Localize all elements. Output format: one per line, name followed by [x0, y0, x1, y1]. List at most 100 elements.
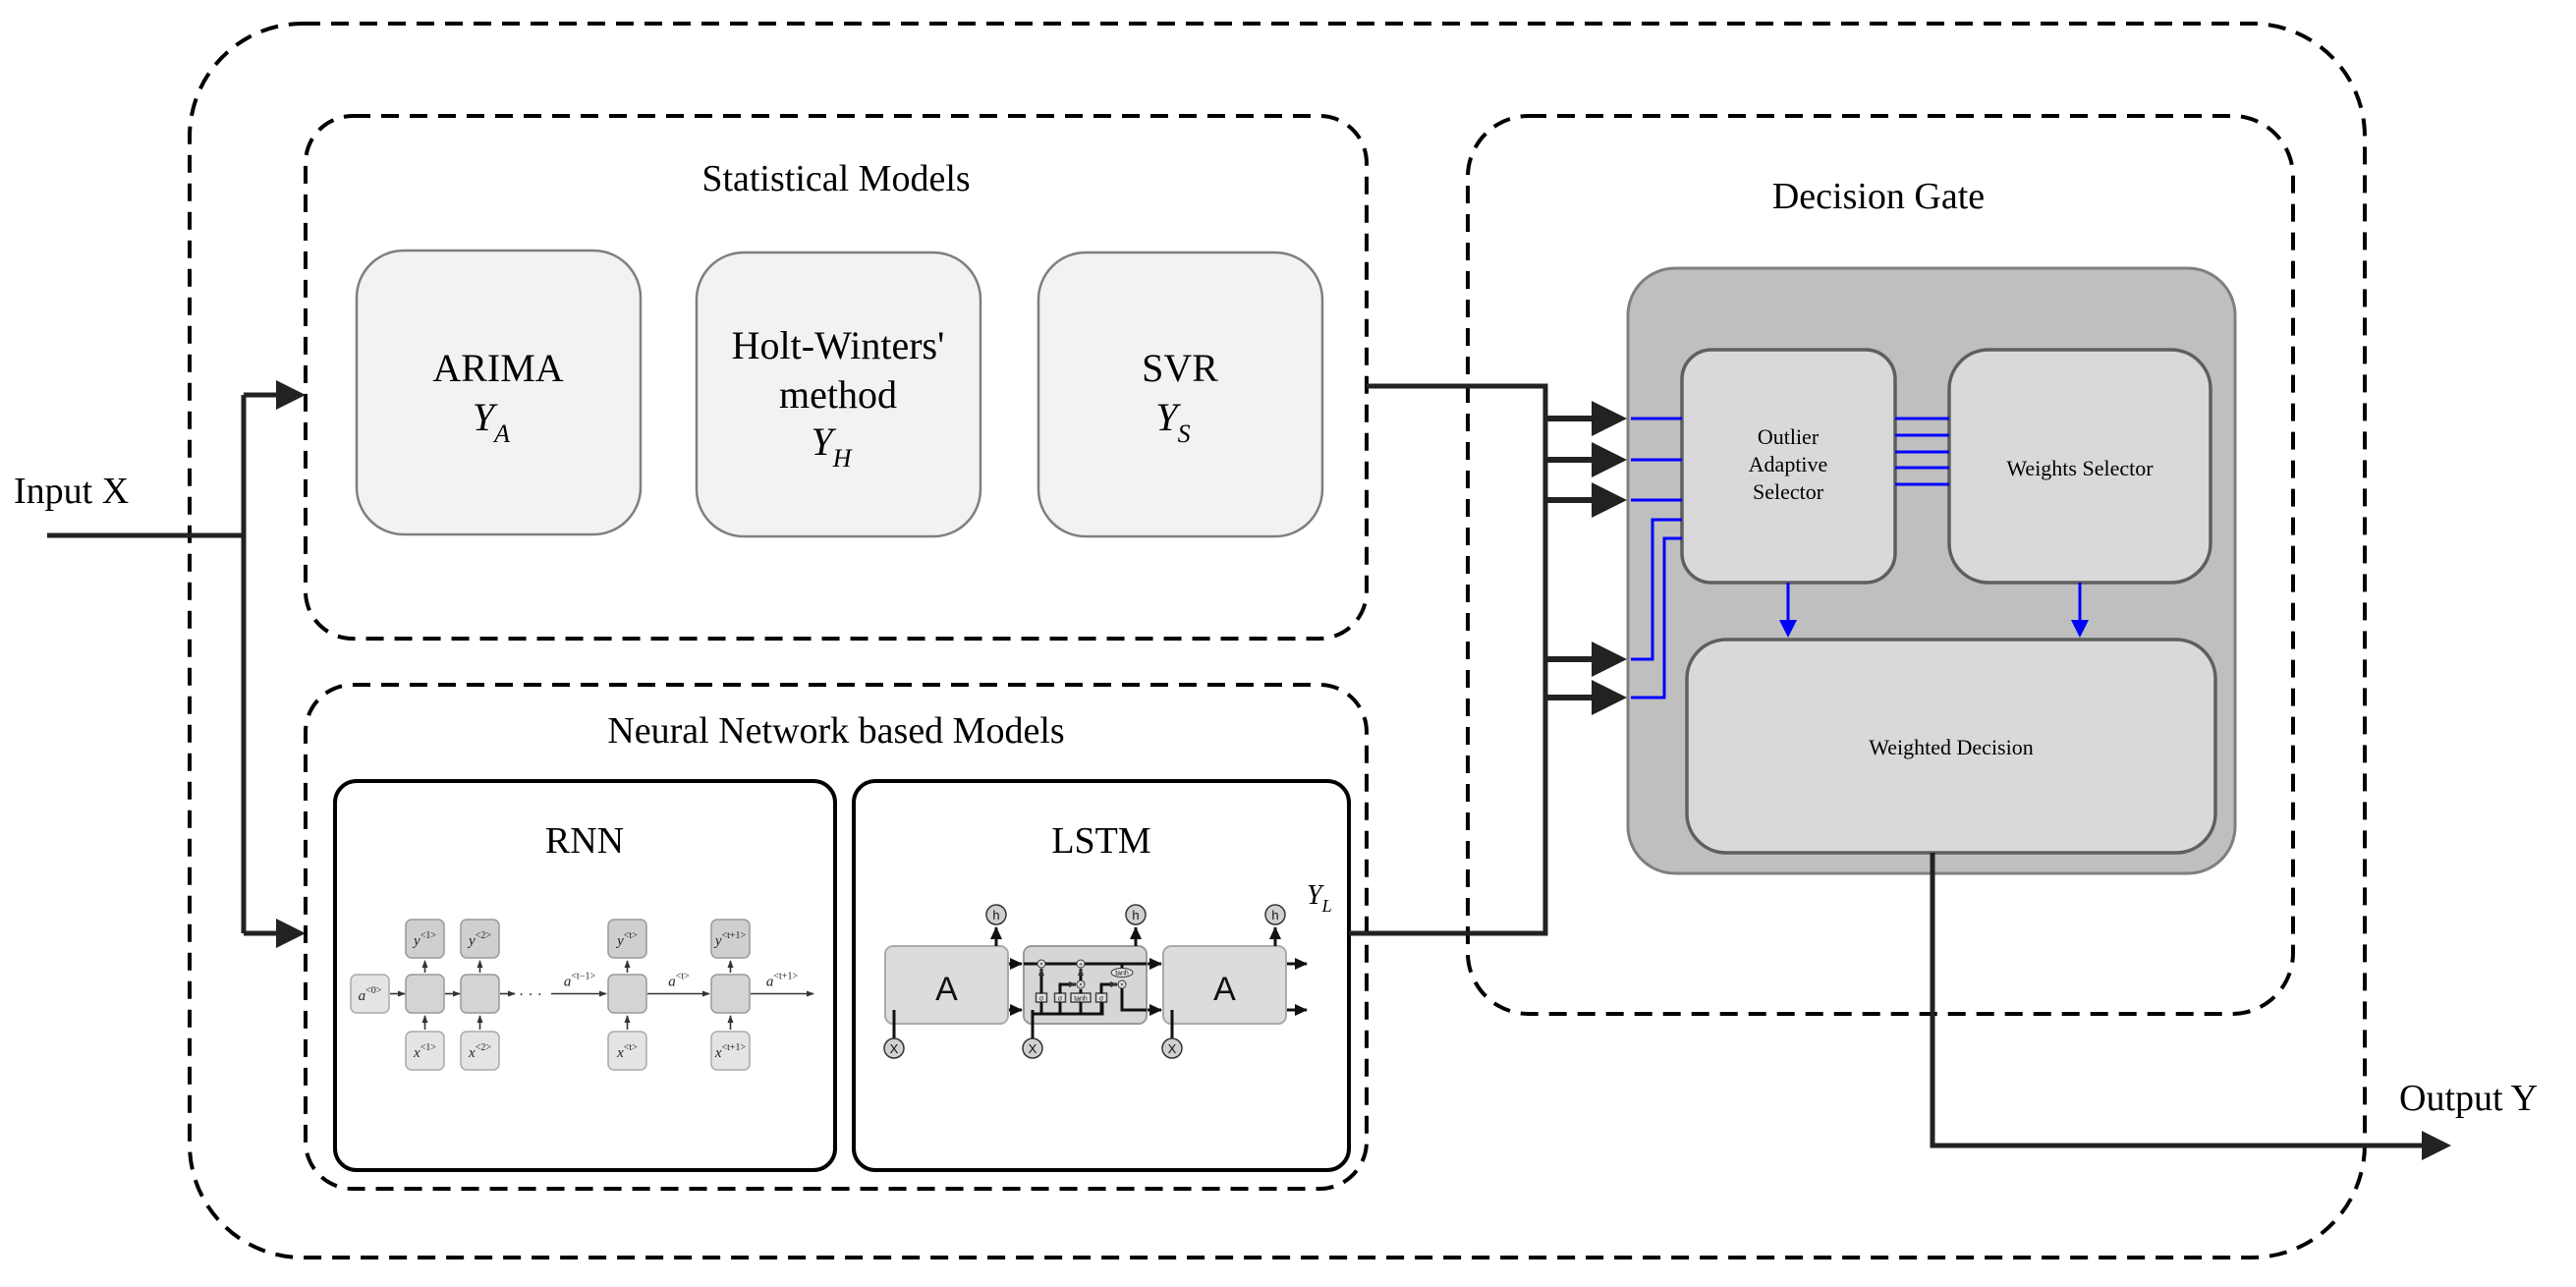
- model-name-line2: method: [779, 372, 897, 417]
- rnn-input-label: x<1>: [413, 1042, 436, 1061]
- lstm-input-label: X: [1168, 1041, 1177, 1056]
- rnn-output-node: [460, 919, 500, 959]
- rnn-cell: [460, 974, 500, 1014]
- rnn-output-node: [710, 919, 751, 959]
- lstm-input-label: X: [890, 1041, 899, 1056]
- lstm-op-label: ×: [1039, 962, 1043, 969]
- rnn-input-label: x<t>: [616, 1042, 638, 1061]
- lstm-hidden-label: h: [1132, 908, 1139, 923]
- rnn-output-label: y<t+1>: [713, 930, 747, 949]
- rnn-input-label: x<t+1>: [714, 1042, 747, 1061]
- decision-gate-boundary: [1466, 114, 2295, 1016]
- input-label: Input X: [14, 471, 129, 512]
- weights-selector[interactable]: Weights Selector: [1947, 348, 2212, 585]
- decision-gate-section: Decision Gate Outlier Adaptive Selector …: [1466, 114, 2295, 1016]
- model-box-arima[interactable]: ARIMA YA: [355, 249, 643, 536]
- rnn-initial-state-label: a<0>: [359, 985, 382, 1004]
- lstm-cell: [884, 945, 1009, 1025]
- lstm-output-symbol: YL: [1307, 880, 1332, 916]
- lstm-gate-label: tanh: [1074, 996, 1088, 1003]
- lstm-hidden-node: [1125, 904, 1147, 925]
- decision-gate-title: Decision Gate: [1772, 176, 1985, 217]
- blue-link: [1631, 518, 1682, 661]
- statistical-models-boundary: [304, 114, 1369, 641]
- rnn-output-node: [405, 919, 445, 959]
- neural-models-title: Neural Network based Models: [607, 710, 1064, 752]
- input-wiring: Input X: [14, 380, 306, 948]
- oas-label-line1: Outlier: [1758, 424, 1820, 449]
- lstm-hidden-node: [1264, 904, 1286, 925]
- rnn-input-node: [405, 1031, 445, 1071]
- model-name: Holt-Winters': [732, 323, 945, 367]
- output-arrow: [1930, 853, 2451, 1160]
- output-bus: [1349, 383, 1548, 936]
- lstm-title: LSTM: [1051, 820, 1150, 862]
- output-label: Output Y: [2399, 1078, 2538, 1119]
- rnn-cell: [405, 974, 445, 1014]
- gate-internal-links: [1631, 417, 2089, 699]
- blue-link: [1631, 536, 1682, 699]
- model-output-symbol: YA: [473, 395, 510, 448]
- neural-models-boundary: [304, 683, 1369, 1191]
- rnn-cell: [710, 974, 751, 1014]
- lstm-input-gate-arrow: [1058, 981, 1077, 993]
- model-output-wiring: [1349, 383, 1627, 936]
- lstm-hidden-out: [1120, 988, 1147, 1012]
- rnn-output-label: y<t>: [615, 930, 638, 949]
- lstm-hidden-node: [985, 904, 1007, 925]
- statistical-models-section: Statistical Models ARIMA YA Holt-Winters…: [304, 114, 1369, 641]
- lstm-hidden-label: h: [1271, 908, 1278, 923]
- statistical-models-title: Statistical Models: [701, 158, 970, 199]
- system-boundary: [188, 22, 2367, 1259]
- output-wiring: Output Y: [1930, 853, 2538, 1160]
- lstm-cell: [1023, 945, 1148, 1025]
- lstm-tanh-label: tanh: [1115, 971, 1129, 978]
- rnn-input-node: [710, 1031, 751, 1071]
- lstm-input-node: [1161, 1037, 1183, 1059]
- rnn-initial-state: [350, 974, 390, 1014]
- rnn-title: RNN: [545, 820, 624, 862]
- rnn-input-label: x<2>: [468, 1042, 491, 1061]
- lstm-cell: [1162, 945, 1287, 1025]
- rnn-cell: [607, 974, 647, 1014]
- model-box-svr[interactable]: SVR YS: [1036, 251, 1324, 538]
- rnn-output-label: y<1>: [412, 930, 436, 949]
- model-output-symbol: YS: [1155, 395, 1190, 448]
- lstm-op-label: ×: [1079, 982, 1083, 989]
- rnn-ellipsis: · · ·: [519, 987, 542, 1004]
- lstm-gate-label: σ: [1099, 996, 1104, 1003]
- lstm-tanh-op: [1110, 968, 1134, 978]
- oas-label-line3: Selector: [1753, 479, 1824, 504]
- rnn-state-label: a<t−1>: [564, 972, 596, 990]
- lstm-output-gate-arrow: [1099, 981, 1118, 993]
- weights-selector-label: Weights Selector: [2006, 456, 2154, 480]
- rnn-output-node: [607, 919, 647, 959]
- neural-models-section: Neural Network based Models RNN a<0> y<1>…: [304, 683, 1369, 1191]
- rnn-unrolled-diagram: a<0> y<1> x<1> y<2> x<2> y<t> x<t> y<t+1> x<t+1>…: [350, 919, 814, 1071]
- oas-label-line2: Adaptive: [1749, 452, 1828, 476]
- model-box-holt-winters[interactable]: Holt-Winters' method YH: [695, 251, 982, 538]
- rnn-state-label: a<t>: [668, 972, 690, 990]
- weighted-decision-label: Weighted Decision: [1869, 735, 2033, 759]
- rnn-panel[interactable]: RNN a<0> y<1> x<1> y<2> x<2> y<t> x<t> y<t+1> x<…: [333, 779, 837, 1172]
- lstm-input-label: X: [1029, 1041, 1037, 1056]
- lstm-cell-label: A: [1213, 971, 1236, 1008]
- rnn-state-label: a<t+1>: [766, 972, 799, 990]
- model-name: SVR: [1142, 346, 1218, 390]
- lstm-input-node: [883, 1037, 905, 1059]
- lstm-hidden-label: h: [992, 908, 999, 923]
- lstm-op-label: ×: [1120, 982, 1124, 989]
- lstm-op-label: +: [1079, 962, 1083, 969]
- outlier-adaptive-selector[interactable]: Outlier Adaptive Selector: [1680, 348, 1897, 585]
- model-name: ARIMA: [432, 346, 563, 390]
- lstm-cell-label: A: [935, 971, 958, 1008]
- rnn-output-label: y<2>: [467, 930, 491, 949]
- weighted-decision[interactable]: Weighted Decision: [1685, 638, 2217, 855]
- rnn-input-node: [460, 1031, 500, 1071]
- model-output-symbol: YH: [811, 420, 852, 473]
- lstm-gate-label: σ: [1058, 996, 1063, 1003]
- lstm-gate-label: σ: [1039, 996, 1044, 1003]
